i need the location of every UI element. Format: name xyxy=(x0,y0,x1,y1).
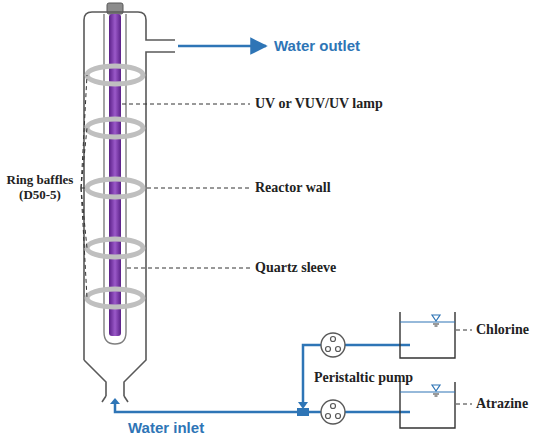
reactor-wall xyxy=(84,12,175,396)
flow-label: Water inlet xyxy=(128,419,204,436)
level-ticks xyxy=(433,324,439,396)
part-label: Chlorine xyxy=(476,322,529,338)
leader-lines xyxy=(81,75,472,404)
flow-label: Water outlet xyxy=(274,37,360,54)
part-label: Quartz sleeve xyxy=(255,260,336,276)
mix-arrowhead xyxy=(298,402,308,409)
part-label: UV or VUV/UV lamp xyxy=(255,96,383,112)
part-label: Atrazine xyxy=(476,396,528,412)
inlet-arrowhead xyxy=(110,398,120,404)
part-label: Ring baffles (D50-5) xyxy=(1,173,79,203)
tee-junction xyxy=(297,408,309,416)
part-label: Peristaltic pump xyxy=(314,370,413,386)
outlet-arrow xyxy=(178,45,266,48)
ring-baffles xyxy=(87,66,143,307)
part-label: Reactor wall xyxy=(255,180,331,196)
